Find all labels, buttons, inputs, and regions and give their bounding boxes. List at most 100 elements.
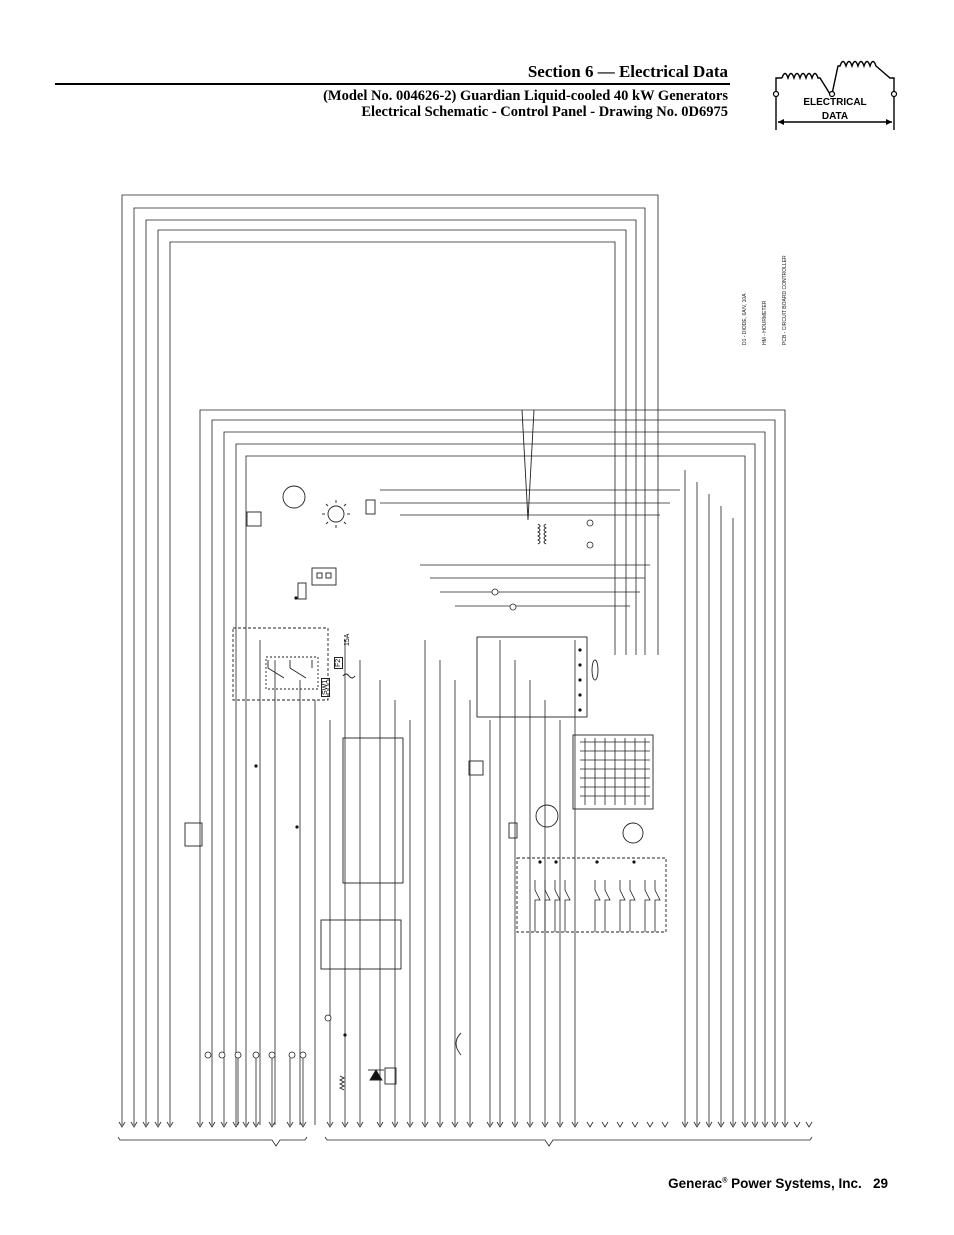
wire: [541, 1121, 549, 1128]
wire: [511, 1121, 519, 1128]
resistor-box: [297, 582, 307, 600]
section-title: Section 6 — Electrical Data: [527, 62, 728, 81]
wire: [220, 1121, 228, 1128]
meter-gauge: [282, 485, 306, 509]
wire: [286, 1121, 294, 1128]
antenna-wire: [521, 409, 535, 521]
terminal-ring: [288, 1051, 296, 1059]
badge-label: ELECTRICAL DATA: [790, 97, 880, 122]
wire: [130, 1121, 138, 1128]
motor-icon: [535, 804, 559, 828]
terminal-ring: [491, 588, 499, 596]
resistor-icon: [338, 1075, 346, 1091]
junction-dot: [578, 648, 582, 652]
wire: [564, 880, 571, 932]
wire: [436, 1121, 444, 1128]
wire: [223, 431, 766, 1125]
diode-d1-icon: [369, 1069, 383, 1081]
wire: [486, 1121, 494, 1128]
legend-hourmeter: HM - HOURMETER: [762, 300, 768, 345]
pcb-controller: [342, 737, 404, 884]
wire: [705, 1121, 713, 1128]
wire: [526, 1121, 534, 1128]
terminal-block: [320, 919, 402, 970]
wire: [356, 1121, 364, 1128]
switch-label: SW1: [321, 677, 330, 697]
terminal-ring: [299, 1051, 307, 1059]
wire: [145, 219, 637, 1125]
junction-dot: [578, 693, 582, 697]
wire: [544, 880, 551, 932]
wire: [534, 880, 541, 932]
terminal-ring: [509, 603, 517, 611]
wire: [646, 1121, 654, 1128]
connector-block: [311, 567, 337, 586]
wire: [571, 1121, 579, 1128]
wire: [235, 443, 756, 1125]
terminal-ring: [268, 1051, 276, 1059]
wire: [619, 880, 626, 932]
wire: [781, 1121, 789, 1128]
footer: Generac® Power Systems, Inc. 29: [668, 1176, 888, 1191]
wire: [556, 1121, 564, 1128]
wire: [252, 1121, 260, 1128]
wire: [741, 1121, 749, 1128]
wire: [496, 1121, 504, 1128]
wire: [421, 1121, 429, 1128]
wire: [594, 880, 601, 932]
junction-dot: [578, 678, 582, 682]
wire: [242, 1121, 250, 1128]
legend-diode: D1 - DIODE, 6A/V, 10A: [742, 293, 748, 345]
wire: [117, 1136, 308, 1147]
cap-box: [508, 822, 518, 839]
junction-dot: [578, 708, 582, 712]
wire: [451, 1121, 459, 1128]
wire: [391, 1121, 399, 1128]
fuse-rating: 15A: [344, 633, 351, 646]
wire: [157, 229, 627, 1125]
wire: [208, 1121, 216, 1128]
wire: [693, 1121, 701, 1128]
ac-meter-icon: [622, 822, 644, 844]
wire: [681, 1121, 689, 1128]
wire: [121, 194, 659, 1125]
wire: [751, 1121, 759, 1128]
subtitle-drawing: Electrical Schematic - Control Panel - D…: [361, 104, 728, 120]
terminal-ring: [204, 1051, 212, 1059]
terminal-strip: [572, 734, 654, 810]
junction-dot: [294, 596, 298, 600]
switch-arc: [455, 1032, 462, 1056]
fuse-icon: [342, 673, 356, 679]
wire: [729, 1121, 737, 1128]
wire: [133, 207, 646, 1125]
footer-company-suffix: Power Systems, Inc.: [731, 1176, 862, 1191]
wire: [211, 419, 776, 1125]
wire: [299, 1121, 307, 1128]
terminal-ring: [324, 1014, 332, 1022]
badge-line2: DATA: [821, 111, 849, 122]
badge-line1: ELECTRICAL: [803, 97, 867, 108]
terminal-ring: [586, 541, 594, 549]
wire: [118, 1121, 126, 1128]
wire: [196, 1121, 204, 1128]
junction-dot: [554, 860, 558, 864]
hourmeter-box: [184, 822, 203, 847]
switch-enclosure: [232, 627, 329, 701]
wire: [761, 1121, 769, 1128]
wire: [604, 880, 611, 932]
header-rule: [55, 83, 730, 85]
junction-dot: [295, 825, 299, 829]
junction-dot: [538, 860, 542, 864]
wire: [169, 241, 616, 1125]
contactor-enclosure: [516, 857, 667, 933]
wire: [805, 1121, 813, 1128]
wire: [154, 1121, 162, 1128]
wire: [341, 1121, 349, 1128]
terminal-ring: [252, 1051, 260, 1059]
wire: [654, 880, 661, 932]
legend-pcb: PCB - CIRCUIT BOARD CONTROLLER: [782, 255, 788, 345]
junction-dot: [595, 860, 599, 864]
wire: [326, 1121, 334, 1128]
terminal-ring: [586, 519, 594, 527]
